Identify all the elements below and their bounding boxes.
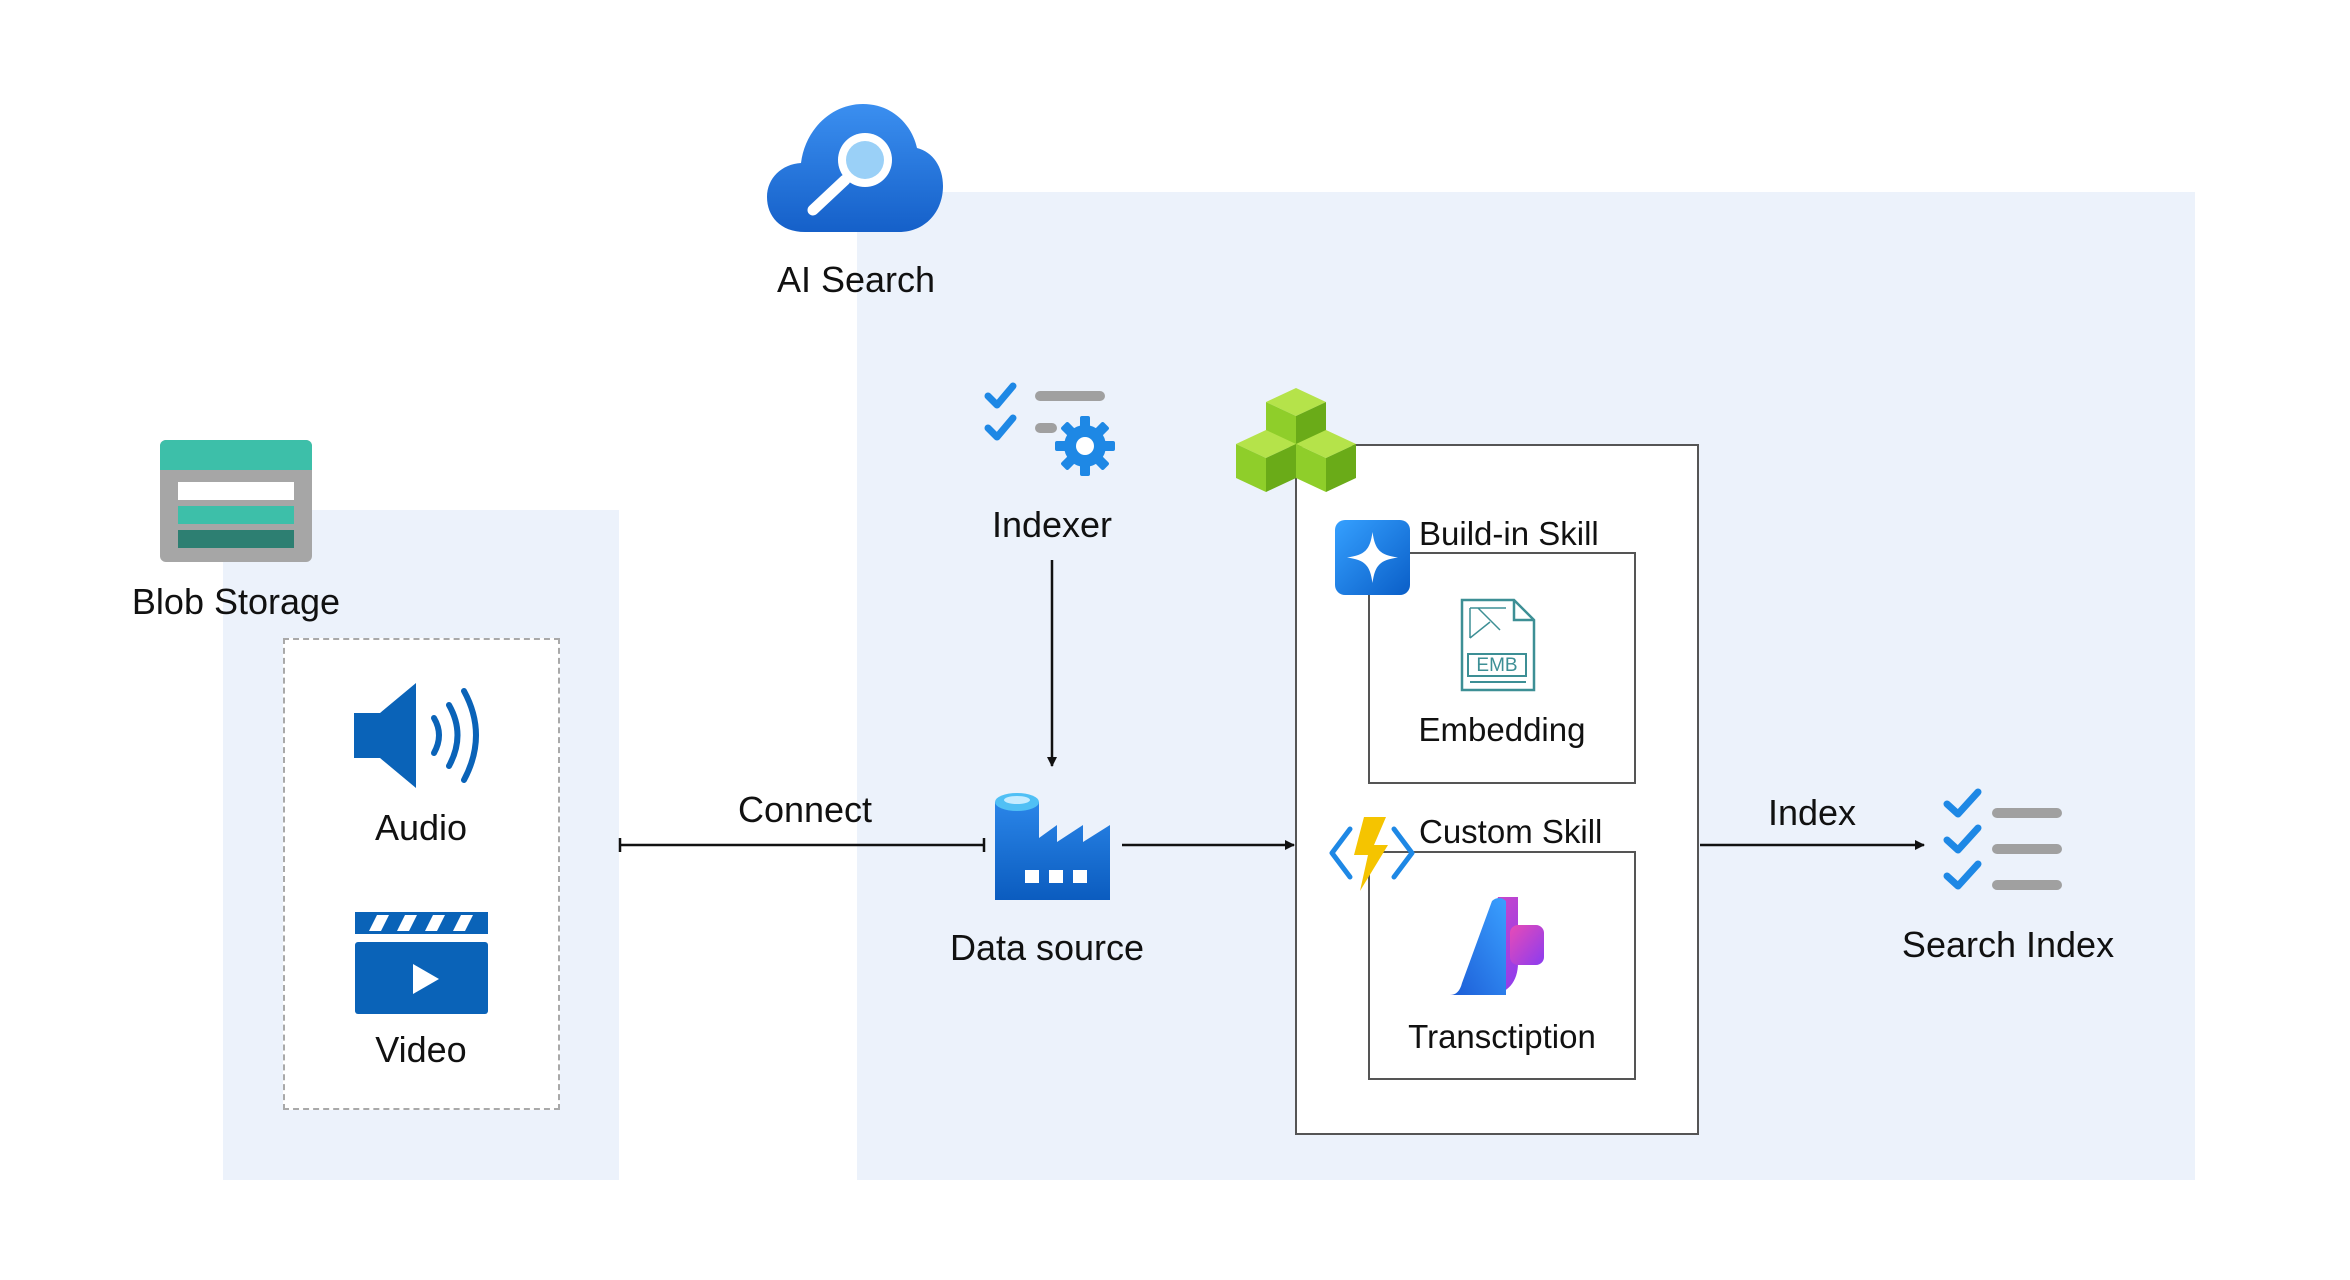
storage-account-icon xyxy=(160,440,312,562)
video-label: Video xyxy=(375,1029,467,1070)
connect-line xyxy=(618,838,986,852)
ai-search-label: AI Search xyxy=(776,259,936,300)
cloud-search-icon xyxy=(767,104,943,232)
audio-label: Audio xyxy=(374,807,468,848)
emb-text: EMB xyxy=(1476,655,1517,676)
search-index-label: Search Index xyxy=(1901,924,2115,965)
function-lightning-icon xyxy=(1329,817,1415,891)
connect-label: Connect xyxy=(737,789,873,830)
ai-studio-icon xyxy=(1450,897,1544,995)
build-in-skill-label: Build-in Skill xyxy=(1419,515,1599,552)
blob-storage-label: Blob Storage xyxy=(131,581,341,622)
clapperboard-icon xyxy=(355,912,488,1014)
speaker-icon xyxy=(354,683,479,788)
transcription-label: Transctiption xyxy=(1408,1018,1596,1055)
data-factory-icon xyxy=(995,793,1110,900)
checklist-icon xyxy=(1943,788,2062,890)
sparkle-icon xyxy=(1335,520,1410,595)
custom-skill-label: Custom Skill xyxy=(1419,813,1603,850)
embedding-label: Embedding xyxy=(1418,711,1586,748)
indexer-label: Indexer xyxy=(991,504,1113,545)
index-label: Index xyxy=(1767,792,1857,833)
emb-document-icon: EMB xyxy=(1460,598,1536,692)
indexer-gear-icon xyxy=(984,382,1115,476)
media-container xyxy=(283,638,560,1110)
data-source-label: Data source xyxy=(949,927,1145,968)
green-cubes-icon xyxy=(1236,388,1356,492)
